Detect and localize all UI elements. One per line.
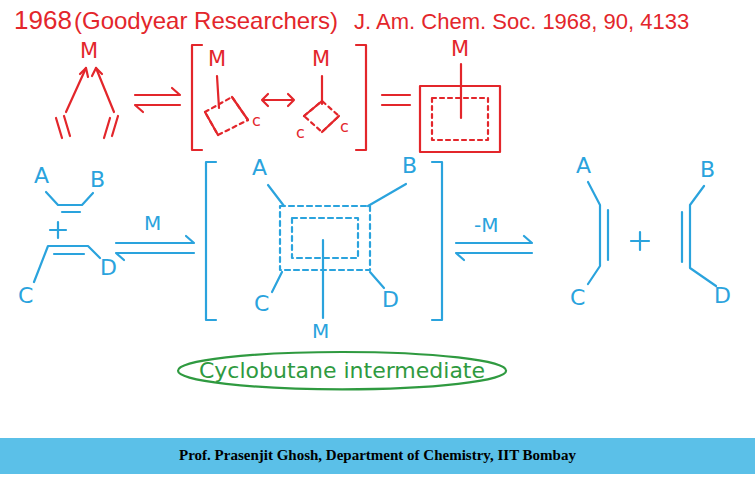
year: 1968 [14,6,72,35]
substituent-label: D [382,288,399,312]
double-bond [104,116,118,138]
metal-loss-label: -M [474,214,498,236]
footer-band: Prof. Prasenjit Ghosh, Department of Che… [0,438,755,474]
double-bond [681,212,683,262]
bracket [432,162,442,320]
metal-label: M [451,38,469,61]
authors-note: (Goodyear Researchers) [74,8,338,34]
blue-scheme [34,162,716,320]
journal-reference: J. Am. Chem. Soc. 1968, 90, 4133 [354,10,689,34]
bond-line [66,68,86,112]
substituent-label: B [700,158,715,182]
equilibrium-arrow [456,236,532,243]
olefin [46,192,93,205]
substituent-label: B [402,154,417,178]
bond-line [268,185,284,206]
dashed-ring [292,218,358,258]
dashed-ring [280,206,370,270]
substituent-label: C [18,284,33,308]
metal-label: M [312,320,329,342]
arrow-head [92,68,102,76]
substituent-label: B [90,168,105,192]
equilibrium-arrow [116,253,194,260]
double-bond [62,211,80,213]
equilibrium-arrow [135,105,180,112]
carbon-label: c [296,124,305,142]
substituent-label: C [254,292,269,316]
metal-label: M [312,48,330,71]
double-bond [56,116,70,138]
substituent-label: A [252,156,267,180]
plus-sign [50,222,66,238]
olefin [34,246,100,282]
dashed-ring [432,98,488,140]
carbon-label: c [340,118,349,136]
bond-line [205,97,248,135]
equilibrium-arrow [135,88,180,95]
bond-line [96,68,114,112]
dashed-ring [205,97,248,135]
bond-line [272,272,282,292]
bracket [192,45,202,150]
plus-sign [631,232,649,250]
bond-line [460,64,462,118]
metal-label: M [144,212,161,234]
carbon-label: c [252,112,261,130]
arrow-head [80,68,88,77]
substituent-label: A [34,164,49,188]
olefin [690,186,716,286]
bond-line [322,240,324,318]
equals-sign [382,95,410,105]
double-bond [607,210,609,260]
dashed-ring [304,101,339,132]
oval-outline [178,352,506,389]
substituent-label: D [100,256,117,280]
double-bond [54,253,84,255]
metal-label: M [80,40,98,63]
substituent-label: D [714,284,731,308]
bond-line [321,76,323,104]
bond-line [368,184,406,206]
olefin [588,182,600,284]
substituent-label: C [570,286,585,310]
footer-text: Prof. Prasenjit Ghosh, Department of Che… [179,447,576,464]
callout-text: Cyclobutane intermediate [199,358,485,383]
callout-oval: Cyclobutane intermediate [176,350,508,391]
bond-line [304,101,339,132]
substituent-label: A [576,154,591,178]
bracket [356,45,366,150]
equilibrium-arrow [456,253,532,260]
equilibrium-arrow [116,236,194,243]
square-ring [420,86,500,152]
bracket [206,162,216,320]
metal-label: M [208,48,226,71]
red-scheme [56,45,500,152]
bond-line [370,272,384,288]
resonance-arrow [262,94,294,106]
